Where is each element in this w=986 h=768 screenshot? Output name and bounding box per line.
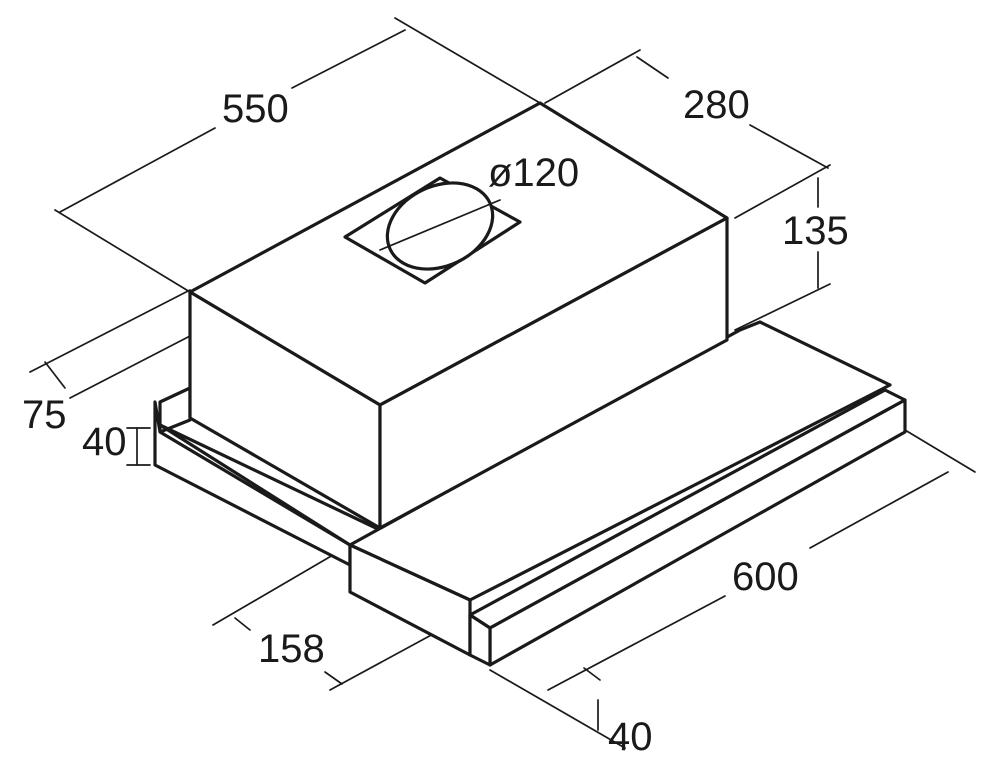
dimension-labels: 550 280 ø120 135 75 40 600 158 40 [22,83,849,759]
duct-outlet [343,176,522,285]
dim-280-ext-top [544,49,641,104]
dim-158-line-b [324,671,343,685]
dim-550-line-a [59,127,216,213]
dim-600-ext-right [904,429,976,473]
dim-280-line-b [749,124,829,169]
main-box-side [378,216,729,530]
dim-550-line-b [291,29,406,89]
duct-axis-line [379,199,501,251]
dim-75-ext-a [29,289,191,373]
dim-600-ext-left [489,669,626,749]
dim-135-ext-bottom [734,283,831,331]
dim-handle-40-ext [583,667,601,681]
dim-158-line-a [234,617,251,631]
dim-600-line-a [809,471,949,549]
dimension-lines [29,17,976,749]
label-600: 600 [732,555,799,599]
label-40-handle: 40 [608,715,653,759]
hood-body [153,101,907,667]
label-75: 75 [22,393,67,437]
duct-collar [385,181,495,271]
label-duct-diameter: ø120 [488,151,579,195]
left-flange-side [158,386,192,434]
label-158: 158 [258,627,325,671]
label-550: 550 [222,87,289,131]
dim-75-ext-b [69,335,191,399]
dim-550-ext-right [394,17,541,104]
label-280: 280 [683,83,750,127]
dim-600-line-b [547,595,726,691]
dim-280-ext-bottom [734,164,831,219]
handle-end [468,613,492,667]
label-40-left: 40 [82,420,127,464]
dim-75-line [44,361,66,389]
dim-550-ext-left [54,209,191,293]
dim-280-line-a [636,56,669,79]
dim-158-ext-a [212,547,346,626]
label-135: 135 [782,209,849,253]
